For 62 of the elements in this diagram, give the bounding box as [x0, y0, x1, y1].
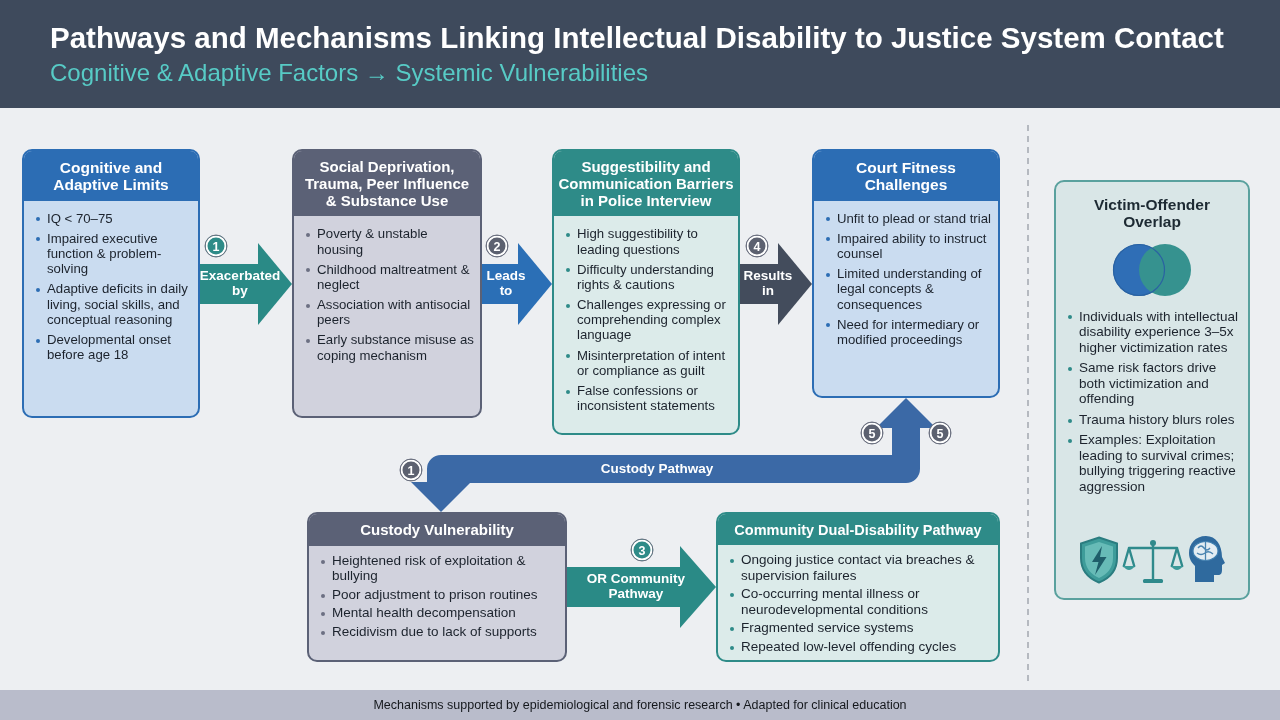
step-number: 5 — [860, 421, 884, 445]
block-arrow — [200, 243, 292, 325]
caption: Mechanisms supported by epidemiological and forensic research • Adapted for clinical education — [373, 698, 907, 712]
bullet-item: Mental health decompensation — [319, 605, 516, 621]
block-arrow — [740, 243, 812, 325]
bullet-item: Misinterpretation of intent or compliance as guilt — [564, 347, 732, 378]
stage-card — [307, 512, 567, 662]
stage-card — [812, 149, 1000, 398]
stage-card — [716, 512, 1000, 662]
step-number: 3 — [630, 538, 654, 562]
stage-card — [292, 149, 482, 418]
bullet-item: Need for intermediary or modified proceedings — [824, 316, 992, 348]
bullet-item: Poverty & unstable housing — [304, 226, 474, 257]
bullet-item: Examples: Exploitation leading to survival crimes; bullying triggering reactive aggression — [1066, 432, 1242, 495]
bullet-item: Unfit to plead or stand trial — [824, 210, 991, 226]
bullet-item: False confessions or inconsistent statements — [564, 382, 732, 414]
bullet-item: Childhood maltreatment & neglect — [304, 261, 474, 293]
bullet-item: Trauma history blurs roles — [1066, 411, 1235, 428]
bullet-item: Ongoing justice contact via breaches & supervision failures — [728, 552, 992, 584]
card-heading: Custody Vulnerability — [309, 514, 565, 546]
bullet-item: Challenges expressing or comprehending complex language — [564, 297, 732, 343]
bullet-item: Same risk factors drive both victimization and offending — [1066, 360, 1242, 407]
info-panel — [1054, 180, 1250, 600]
bullet-item: Heightened risk of exploitation & bullying — [319, 552, 559, 584]
arrow-label: Custody Pathway — [600, 461, 714, 477]
bullet-item: High suggestibility to leading questions — [564, 226, 732, 257]
subtitle: Cognitive & Adaptive Factors → Systemic Vulnerabilities — [50, 59, 649, 87]
step-number: 4 — [745, 234, 769, 258]
bullet-item: Developmental onset before age 18 — [34, 331, 192, 363]
stage-card — [22, 149, 200, 418]
card-heading: Social Deprivation, Trauma, Peer Influence & Substance Use — [294, 151, 480, 217]
arrow-label: Leads to — [485, 269, 527, 299]
step-number: 1 — [399, 458, 423, 482]
bullet-item: Recidivism due to lack of supports — [319, 623, 537, 640]
bullet-item: Adaptive deficits in daily living, social skills, and conceptual reasoning — [34, 281, 192, 327]
bullet-item: Limited understanding of legal concepts & consequences — [824, 266, 992, 312]
bullet-item: Impaired ability to instruct counsel — [824, 230, 992, 262]
step-number: 1 — [204, 234, 228, 258]
bullet-item: Poor adjustment to prison routines — [319, 586, 538, 603]
bullet-item: Association with antisocial peers — [304, 297, 474, 328]
panel-heading: Victim-Offender Overlap — [1093, 195, 1211, 233]
bullet-item: Fragmented service systems — [728, 620, 914, 636]
bullet-item: Difficulty understanding rights & cautions — [564, 261, 732, 293]
bullet-item: Repeated low-level offending cycles — [728, 638, 957, 655]
card-heading: Community Dual-Disability Pathway — [718, 514, 998, 546]
arrow-label: Results in — [742, 269, 794, 299]
bullet-item: Individuals with intellectual disability experience 3–5x higher victimization rates — [1066, 308, 1242, 356]
bullet-item: IQ < 70–75 — [34, 210, 113, 226]
bullet-item: Early substance misuse as coping mechanism — [304, 332, 474, 363]
bullet-item: Co-occurring mental illness or neurodevelopmental conditions — [728, 586, 992, 618]
arrow-label: Exacerbated by — [198, 269, 282, 299]
stage-card — [552, 149, 740, 435]
step-number: 2 — [485, 234, 509, 258]
block-arrow — [482, 243, 552, 325]
step-number: 5 — [928, 421, 952, 445]
arrow-label: OR Community Pathway — [585, 572, 687, 602]
card-heading: Cognitive and Adaptive Limits — [24, 151, 198, 201]
block-arrow — [567, 546, 716, 628]
card-heading: Suggestibility and Communication Barriers in Police Interview — [554, 151, 738, 217]
bullet-item: Impaired executive function & problem-solving — [34, 230, 192, 277]
card-heading: Court Fitness Challenges — [814, 151, 998, 201]
title: Pathways and Mechanisms Linking Intellectual Disability to Justice System Contact — [50, 21, 1224, 55]
